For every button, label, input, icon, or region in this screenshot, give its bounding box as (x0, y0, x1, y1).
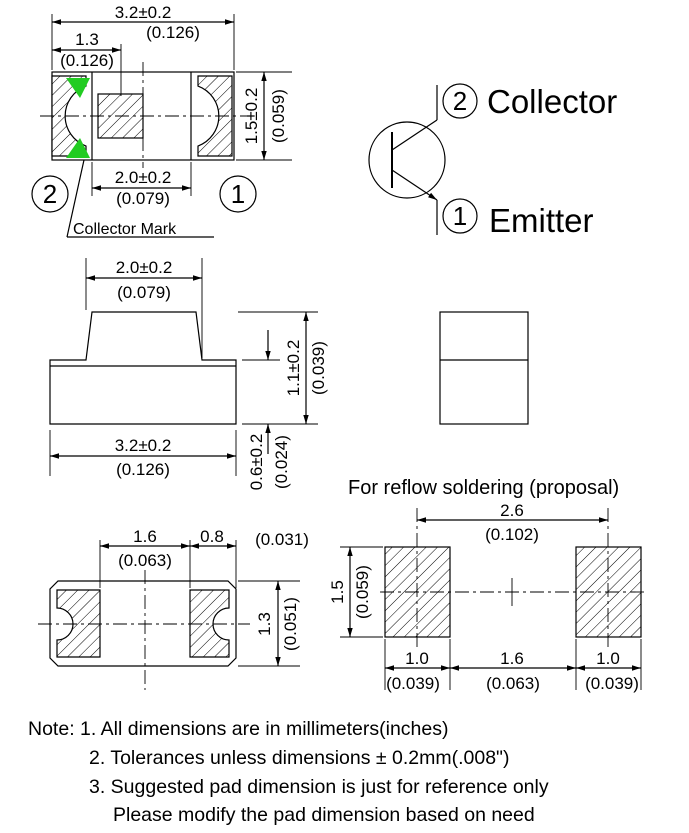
note-line-4: Please modify the pad dimension based on… (113, 804, 535, 826)
symbol-pin2-circle (442, 83, 478, 119)
bottom-pad-width-dim-in: (0.031) (255, 530, 309, 549)
side-total-height-dim: 1.1±0.2 (284, 340, 303, 397)
side-view-labels: 2.0±0.2 (0.079) 3.2±0.2 (0.126) 1.1±0.2 … (115, 258, 328, 490)
top-view-labels: 3.2±0.2 (0.126) 1.3 (0.126) 1.5±0.2 (0.0… (43, 3, 288, 238)
top-height-dim: 1.5±0.2 (242, 88, 261, 145)
top-view (31, 14, 292, 238)
top-pin2-circle (31, 175, 69, 213)
bottom-left-pad (56, 589, 101, 658)
footprint (340, 508, 646, 690)
bottom-view-labels: 1.6 (0.063) 0.8 (0.031) 1.3 (0.051) (118, 527, 309, 651)
top-offset-dim-in: (0.126) (60, 51, 114, 70)
footprint-left-pad-width-dim-in: (0.039) (386, 674, 440, 693)
collector-mark-lower (66, 138, 90, 158)
side-lens-dim: 2.0±0.2 (116, 258, 173, 277)
top-width-dim: 3.2±0.2 (115, 3, 172, 22)
bottom-pad-span-dim-in: (0.063) (118, 551, 172, 570)
notes: Note: 1. All dimensions are in millimete… (0, 715, 689, 833)
collector-mark-label: Collector Mark (73, 221, 177, 238)
side-body-dim-in: (0.126) (116, 460, 170, 479)
symbol-pin1-label: Emitter (489, 202, 594, 239)
side-total-height-dim-in: (0.039) (309, 341, 328, 395)
footprint-right-pad-width-dim-in: (0.039) (585, 674, 639, 693)
symbol-labels: 2 Collector 1 Emitter (453, 83, 617, 239)
note-line-3: 3. Suggested pad dimension is just for r… (89, 776, 549, 798)
footprint-left-pad-width-dim: 1.0 (405, 649, 429, 668)
bottom-view-body (49, 580, 237, 667)
footprint-pad-height-dim-in: (0.059) (353, 565, 372, 619)
bottom-height-dim: 1.3 (255, 612, 274, 636)
top-view-right-terminal (197, 75, 233, 157)
side-base-height-dim-in: (0.024) (272, 435, 291, 489)
footprint-gap-dim: 1.6 (500, 649, 524, 668)
side-lens-dim-in: (0.079) (117, 283, 171, 302)
note-line-1: Note: 1. All dimensions are in millimete… (28, 718, 449, 740)
footprint-gap-dim-in: (0.063) (486, 674, 540, 693)
top-width-dim-in: (0.126) (146, 23, 200, 42)
end-view (439, 311, 529, 425)
bottom-height-dim-in: (0.051) (281, 597, 300, 651)
top-pin1-circle (219, 175, 257, 213)
collector-mark (66, 78, 90, 98)
side-view (49, 258, 318, 476)
note-line-2: 2. Tolerances unless dimensions ± 0.2mm(… (89, 747, 510, 769)
footprint-right-pad-width-dim: 1.0 (596, 649, 620, 668)
symbol-pin1-circle (442, 198, 478, 234)
symbol-pin1-number: 1 (453, 201, 467, 231)
top-pin-right: 1 (231, 179, 245, 209)
top-pin-left: 2 (43, 179, 57, 209)
side-base-height-dim: 0.6±0.2 (247, 434, 266, 491)
top-height-dim-in: (0.059) (269, 89, 288, 143)
footprint-labels: For reflow soldering (proposal) 2.6 (0.1… (328, 477, 639, 693)
top-offset-dim: 1.3 (75, 30, 99, 49)
bottom-pad-width-dim: 0.8 (200, 527, 224, 546)
footprint-pad-height-dim: 1.5 (328, 580, 347, 604)
footprint-span-dim: 2.6 (500, 501, 524, 520)
bottom-view (38, 540, 300, 690)
bottom-right-pad (189, 589, 230, 658)
footprint-span-dim-in: (0.102) (485, 525, 539, 544)
top-lens-dim-in: (0.079) (116, 189, 170, 208)
end-view-body (439, 311, 529, 425)
side-body-dim: 3.2±0.2 (115, 436, 172, 455)
symbol-pin2-label: Collector (487, 83, 617, 120)
side-view-body (49, 311, 237, 425)
footprint-title: For reflow soldering (proposal) (348, 477, 619, 499)
phototransistor-symbol (368, 83, 478, 235)
top-lens-dim: 2.0±0.2 (115, 168, 172, 187)
symbol-pin2-number: 2 (453, 86, 467, 116)
bottom-pad-span-dim: 1.6 (133, 527, 157, 546)
